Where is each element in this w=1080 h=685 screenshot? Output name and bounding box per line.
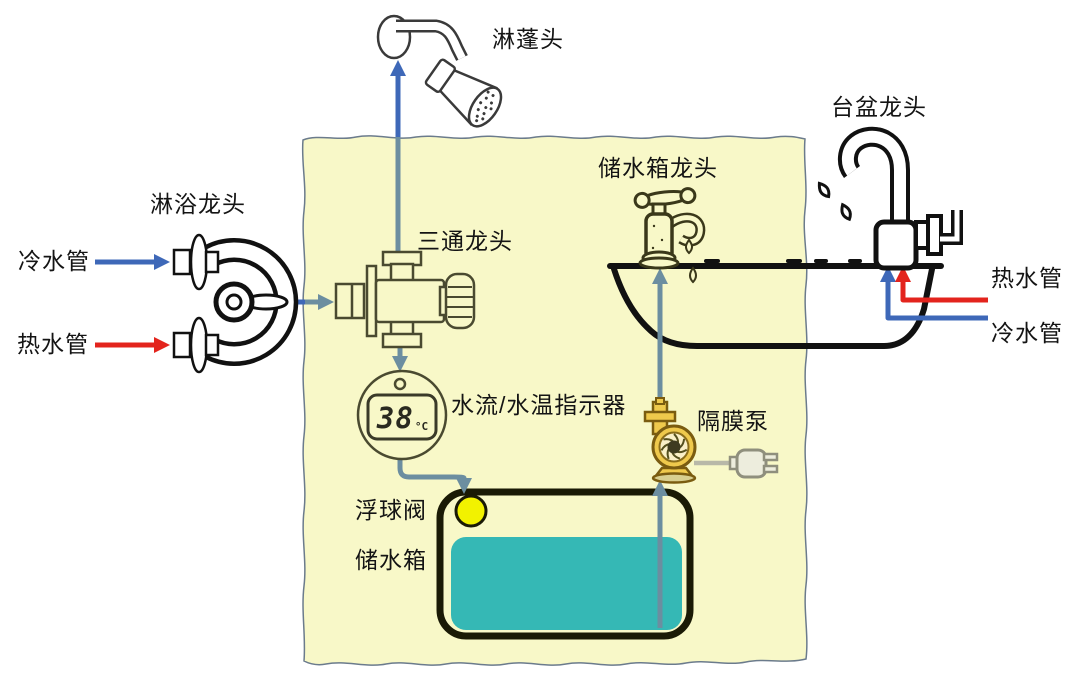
three-way-valve-icon <box>334 250 476 349</box>
indicator-to-tank-arrow <box>397 458 472 494</box>
flow-lines-slate <box>305 137 669 628</box>
tank-water <box>451 537 682 630</box>
diaphragm-pump-icon <box>643 397 697 484</box>
shower-head-icon <box>376 14 503 128</box>
label-tank-faucet: 储水箱龙头 <box>598 155 718 181</box>
basin-drops <box>817 181 852 222</box>
label-storage-tank: 储水箱 <box>355 547 427 573</box>
spray-holes <box>475 90 495 123</box>
valve-knob <box>444 272 476 330</box>
label-cold-pipe-right: 冷水管 <box>991 320 1063 346</box>
shower-mixer-icon <box>172 233 299 374</box>
temperature-display: 38°C <box>370 401 434 435</box>
cold-inlet-stub <box>172 248 192 276</box>
label-basin-faucet: 台盆龙头 <box>831 94 927 120</box>
label-float-valve: 浮球阀 <box>355 497 427 523</box>
basin-faucet-icon <box>817 126 963 271</box>
label-hot-pipe-right: 热水管 <box>991 265 1063 291</box>
hot-inlet-stub <box>172 331 192 359</box>
pipes-red <box>95 265 988 354</box>
label-diaphragm-pump: 隔膜泵 <box>697 408 769 434</box>
label-cold-pipe-left: 冷水管 <box>18 248 90 274</box>
basin-cold-pipe <box>879 265 988 321</box>
temperature-unit: °C <box>414 420 429 433</box>
water-drop <box>685 238 693 255</box>
float-valve-icon <box>454 494 488 528</box>
temperature-value: 38 <box>376 401 414 435</box>
water-drop <box>689 266 697 284</box>
label-hot-pipe-left: 热水管 <box>17 331 89 357</box>
label-shower-head: 淋蓬头 <box>492 26 564 52</box>
storage-tank <box>436 488 694 640</box>
power-plug-icon <box>694 448 779 479</box>
tank-outline <box>436 488 694 640</box>
basin-hot-pipe <box>894 265 988 303</box>
tank-faucet-icon <box>633 187 706 284</box>
flow-temp-indicator-icon <box>356 369 448 461</box>
label-shower-faucet: 淋浴龙头 <box>150 191 246 217</box>
lcd-frame <box>366 393 438 441</box>
label-flow-temp-indicator: 水流/水温指示器 <box>451 392 627 418</box>
label-three-way-valve: 三通龙头 <box>417 228 513 254</box>
